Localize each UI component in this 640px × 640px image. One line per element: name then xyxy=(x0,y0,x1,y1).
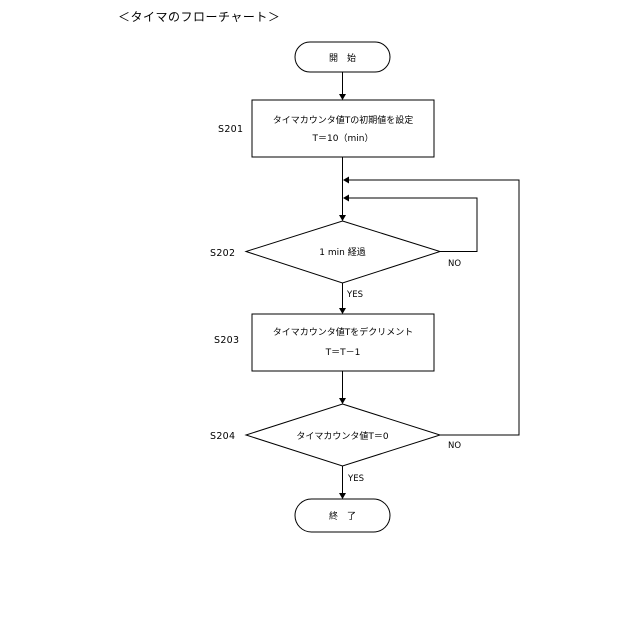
s201-text-line2: T＝10（min） xyxy=(312,133,374,144)
s204-text: タイマカウンタ値T＝0 xyxy=(296,430,388,442)
branch-label-s202-no: NO xyxy=(448,259,461,269)
branch-label-s202-yes: YES xyxy=(346,290,363,300)
s201-text-line1: タイマカウンタ値Tの初期値を設定 xyxy=(273,114,414,126)
step-label-s204: S204 xyxy=(210,431,235,442)
arrowhead-s204-loop xyxy=(343,177,349,184)
arrowhead-s201 xyxy=(339,94,346,100)
process-s201 xyxy=(252,100,434,157)
arrowhead-s202-loop xyxy=(343,195,349,202)
arrowhead-s204 xyxy=(339,398,346,404)
s203-text-line2: T＝T－1 xyxy=(325,348,361,358)
start-label: 開 始 xyxy=(329,52,356,64)
arrowhead-s203 xyxy=(339,308,346,314)
end-label: 終 了 xyxy=(329,510,356,522)
connector-s204-no-loop xyxy=(349,180,519,435)
step-label-s202: S202 xyxy=(210,248,235,259)
branch-label-s204-yes: YES xyxy=(347,474,364,484)
arrowhead-s202 xyxy=(339,215,346,221)
process-s203 xyxy=(252,314,434,371)
branch-label-s204-no: NO xyxy=(448,441,461,451)
step-label-s201: S201 xyxy=(218,124,243,135)
s203-text-line1: タイマカウンタ値Tをデクリメント xyxy=(273,326,414,338)
step-label-s203: S203 xyxy=(214,335,239,346)
s202-text: 1 min 経過 xyxy=(319,246,365,258)
arrowhead-end xyxy=(339,493,346,499)
